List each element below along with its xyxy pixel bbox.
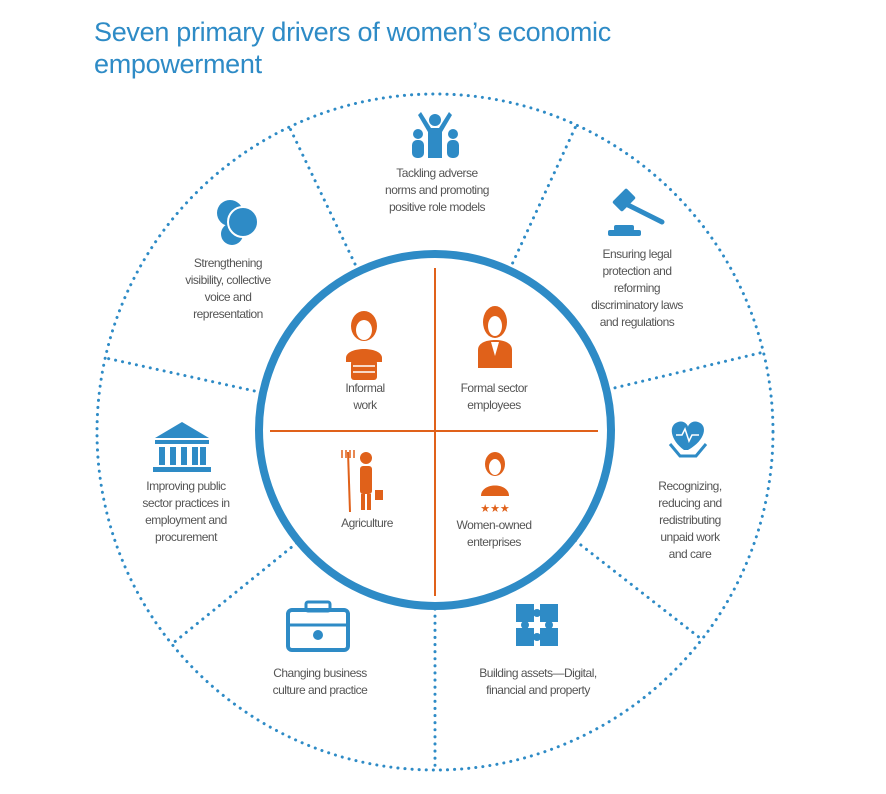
heart-hands-icon [668,421,708,458]
briefcase-icon [286,600,350,652]
gavel-icon [608,188,665,236]
label-line: reducing and [658,496,722,510]
label-line: Agriculture [341,516,393,530]
outer-dotted-ring [95,92,775,772]
label-line: representation [193,307,263,321]
label-line: employment and [145,513,227,527]
label-line: positive role models [388,200,486,214]
label-line: unpaid work [660,530,720,544]
bank-building-icon [153,422,211,472]
label-line: culture and practice [272,683,368,697]
dotted-divider [103,356,263,394]
driver-label-legal: Ensuring legal protection and reforming dis… [591,246,683,331]
label-line: Changing business [273,666,367,680]
label-line: protection and [602,264,672,278]
label-line: Tackling adverse [396,166,478,180]
sector-label-formal: Formal sector employees [461,380,528,414]
label-line: enterprises [467,535,521,549]
woman-employee-icon [478,306,512,368]
label-line: Recognizing, [658,479,722,493]
farmer-icon [341,450,383,513]
label-line: Formal sector [460,381,528,395]
woman-vendor-icon [346,311,382,380]
people-cheering-icon [412,112,459,158]
driver-label-norms: Tackling adverse norms and promoting posit… [385,165,489,216]
label-line: redistributing [659,513,721,527]
sector-label-women-owned: Women-owned enterprises [457,517,532,551]
sector-label-agriculture: Agriculture [341,515,393,532]
label-line: sector practices in [142,496,230,510]
driver-label-business-culture: Changing business culture and practice [273,665,368,699]
speech-bubbles-icon [217,200,259,245]
svg-text:★★★: ★★★ [480,502,510,515]
page-title: Seven primary drivers of women’s economi… [94,16,611,80]
dotted-divider [606,350,766,391]
label-line: reforming [613,281,661,295]
driver-label-public-sector: Improving public sector practices in emplo… [142,478,230,546]
title-line-2: empowerment [94,49,262,79]
label-line: financial and property [486,683,590,697]
label-line: and care [668,547,712,561]
title-line-1: Seven primary drivers of women’s economi… [94,17,611,47]
label-line: norms and promoting [385,183,489,197]
driver-label-unpaid-care: Recognizing, reducing and redistributing un… [658,478,722,563]
label-line: discriminatory laws [591,298,683,312]
label-line: Women-owned [456,518,532,532]
label-line: work [353,398,377,412]
label-line: voice and [204,290,252,304]
label-line: and regulations [599,315,675,329]
label-line: Informal [345,381,385,395]
sector-label-informal: Informal work [345,380,385,414]
puzzle-icon [516,604,558,646]
label-line: Strengthening [193,256,263,270]
label-line: Building assets—Digital, [479,666,597,680]
dotted-divider [287,124,360,272]
label-line: Improving public [146,479,226,493]
dotted-divider [170,541,299,646]
driver-label-voice: Strengthening visibility, collective voice… [185,255,271,323]
dotted-divider [508,122,579,271]
label-line: visibility, collective [185,273,271,287]
label-line: Ensuring legal [602,247,672,261]
driver-label-assets: Building assets—Digital, financial and pr… [479,665,597,699]
businesswoman-stars-icon: ★★★ [480,452,510,515]
label-line: employees [467,398,521,412]
label-line: procurement [155,530,217,544]
